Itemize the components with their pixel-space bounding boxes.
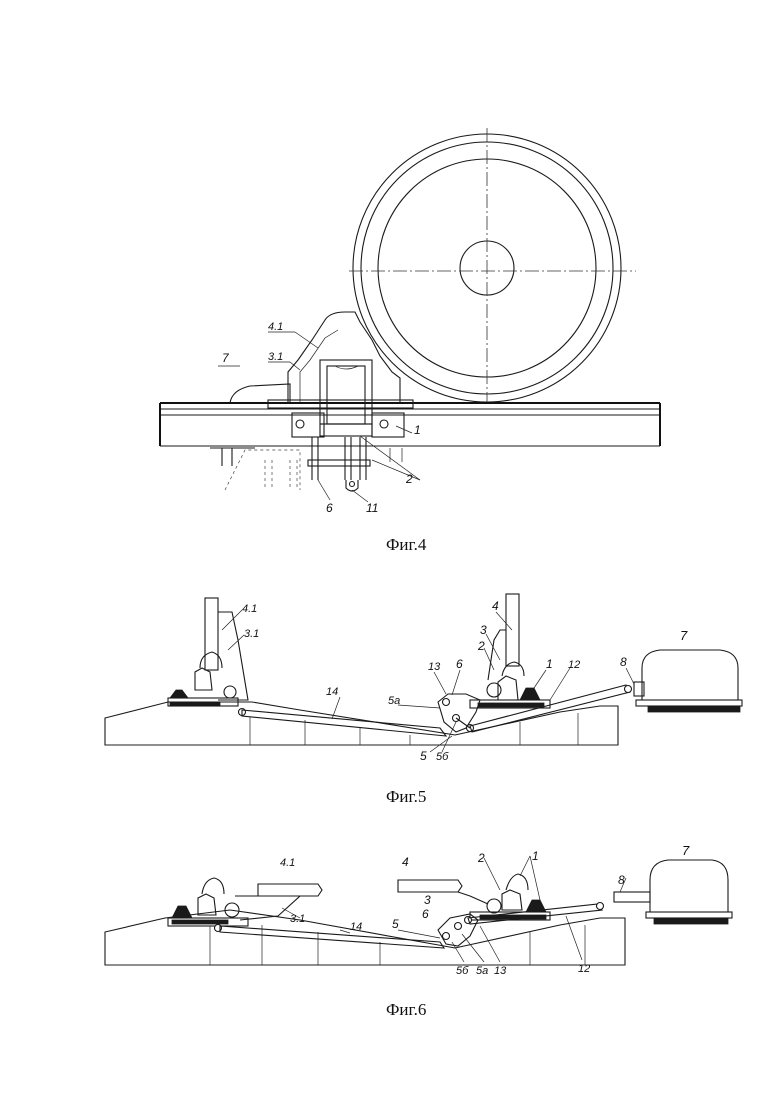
sleeper-hidden	[225, 450, 300, 490]
fig6-label-12: 12	[578, 963, 590, 975]
fig6-rods	[220, 903, 604, 949]
figure-5-drawing: 4.1 3.1 4 3 2 13 6 1 12 8 7 14 5а 5 5б	[105, 594, 742, 763]
fig5-label-4-1: 4.1	[242, 603, 257, 615]
fig5-label-5b: 5б	[436, 751, 449, 763]
figure-6-caption: Фиг.6	[386, 1000, 426, 1020]
fig6-label-3-1: 3.1	[290, 913, 305, 925]
fig6-right-rail-assembly	[398, 874, 550, 920]
fig4-leader-lines	[218, 332, 420, 502]
fig5-drive-7	[634, 650, 742, 712]
fig6-drive-7	[614, 860, 732, 924]
figure-5-caption: Фиг.5	[386, 787, 426, 807]
fig5-label-6: 6	[456, 657, 463, 671]
fig4-label-7: 7	[222, 351, 230, 365]
fig5-label-14: 14	[326, 686, 338, 698]
fig4-label-2: 2	[405, 472, 413, 486]
rail	[160, 403, 660, 446]
wheel	[349, 128, 636, 404]
fig6-lever-mechanism	[438, 914, 478, 946]
support-frame	[268, 312, 413, 424]
fig5-label-13: 13	[428, 661, 441, 673]
fig4-label-6: 6	[326, 501, 333, 515]
fig6-label-5a: 5а	[476, 965, 488, 977]
fig4-label-3-1: 3.1	[268, 351, 283, 363]
fig6-label-2: 2	[477, 851, 485, 865]
figure-6-drawing: 4.1 4 2 1 7 8 3 6 3.1 14 5 5б 5а 13 12	[105, 843, 732, 977]
fig6-label-1: 1	[532, 849, 539, 863]
fig6-label-4-1: 4.1	[280, 857, 295, 869]
fig5-label-1: 1	[546, 657, 553, 671]
fig6-label-6: 6	[422, 907, 429, 921]
fig5-label-2: 2	[477, 639, 485, 653]
fig5-label-7: 7	[680, 628, 688, 643]
fig5-label-3-1: 3.1	[244, 628, 259, 640]
fig6-leader-lines	[282, 856, 626, 962]
fig4-label-4-1: 4.1	[268, 321, 283, 333]
fig6-label-5b: 5б	[456, 965, 469, 977]
fig6-label-3: 3	[424, 893, 431, 907]
fig6-label-4: 4	[402, 855, 409, 869]
fig6-label-5: 5	[392, 917, 399, 931]
figure-4-caption: Фиг.4	[386, 535, 426, 555]
fig4-label-11: 11	[366, 501, 378, 515]
fig5-label-8: 8	[620, 655, 627, 669]
lower-clamp-assembly	[210, 413, 404, 491]
fig5-label-12: 12	[568, 659, 580, 671]
fig5-label-5a: 5а	[388, 695, 400, 707]
fig4-label-1: 1	[414, 423, 421, 437]
fig6-label-14: 14	[350, 921, 362, 933]
figure-4-drawing: 4.1 3.1 7 1 2 6 11	[160, 128, 660, 515]
fig6-label-7: 7	[682, 843, 690, 858]
fig6-label-8: 8	[618, 873, 625, 887]
fig5-label-3: 3	[480, 623, 487, 637]
fig5-label-5: 5	[420, 749, 427, 763]
fig5-label-4: 4	[492, 599, 499, 613]
fig6-label-13: 13	[494, 965, 507, 977]
